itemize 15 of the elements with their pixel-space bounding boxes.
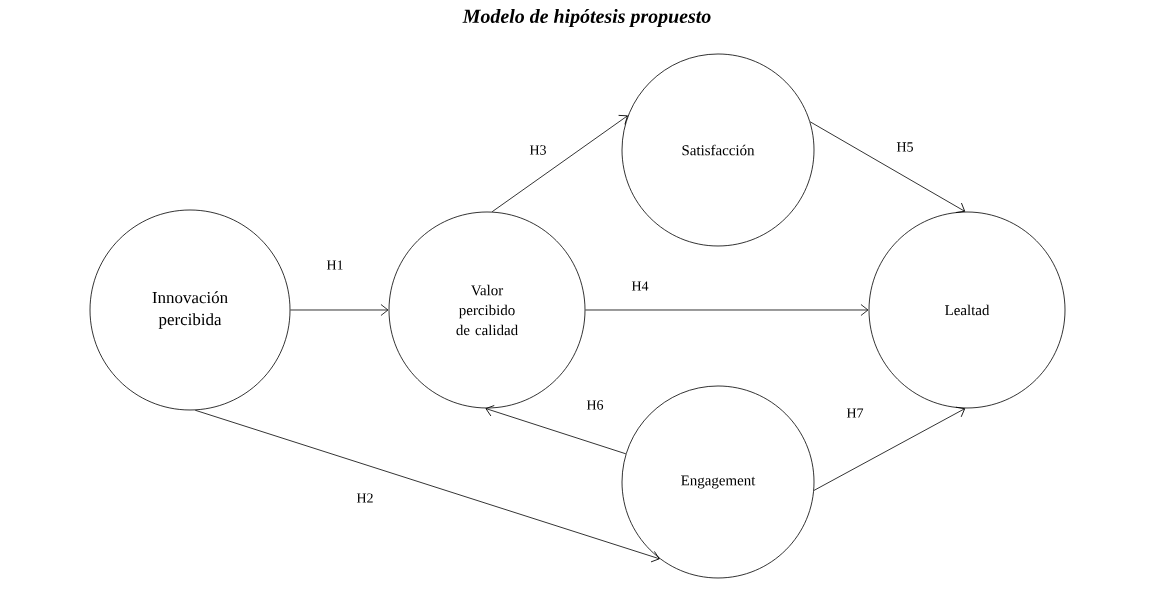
arrow <box>491 115 628 213</box>
arrow <box>290 304 389 316</box>
title: Modelo de hipótesis propuesto <box>462 8 711 28</box>
arrow <box>485 405 627 455</box>
edge-label: H4 <box>630 280 650 292</box>
edge-label: H1 <box>325 259 345 271</box>
arrow <box>585 304 869 316</box>
edge-label: H7 <box>845 407 865 419</box>
arrow <box>809 121 966 213</box>
edge-label: H2 <box>355 492 375 504</box>
arrow <box>813 406 966 491</box>
edge-label: H5 <box>895 141 915 153</box>
arrow <box>194 409 660 563</box>
edge-label: H6 <box>585 399 605 411</box>
edge-label: H3 <box>528 144 548 156</box>
